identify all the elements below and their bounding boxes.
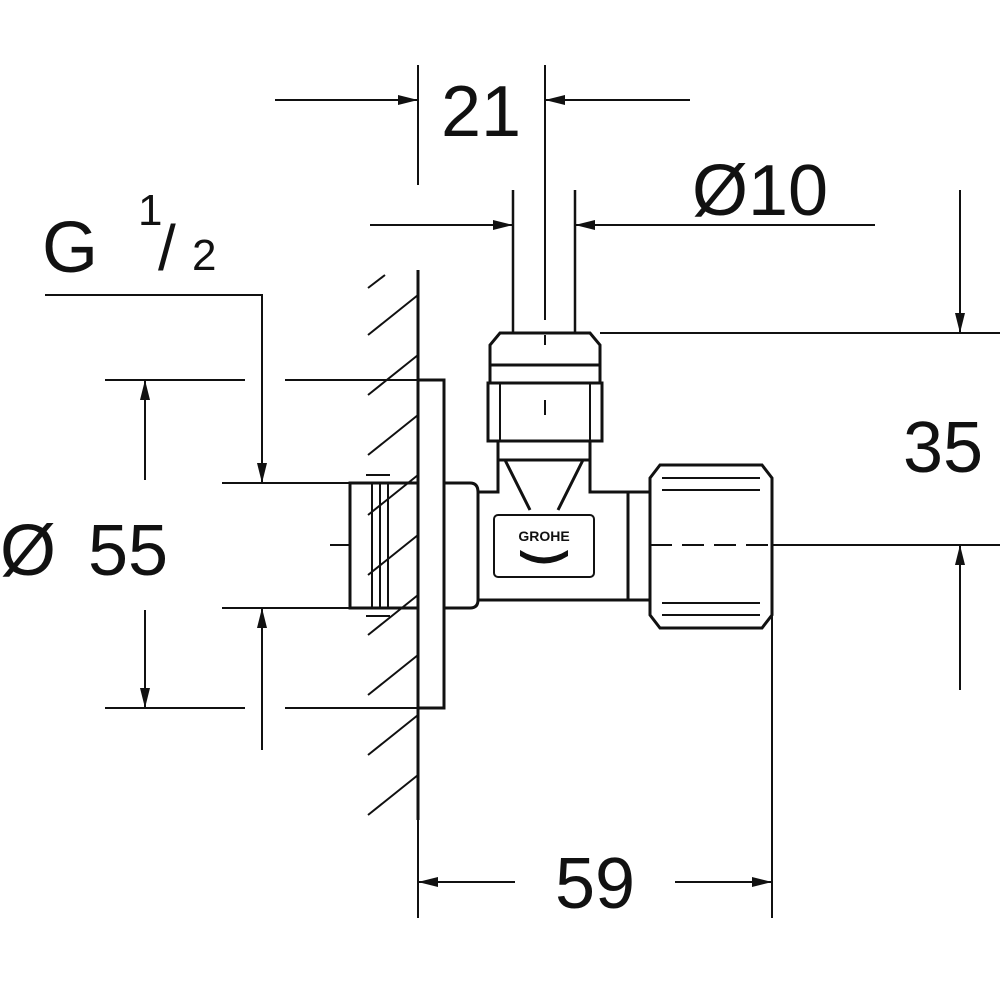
brand-logo: GROHE (518, 528, 569, 544)
dimension-21: 21 (275, 65, 690, 320)
dim-21-label: 21 (441, 72, 521, 152)
dim-35-label: 35 (903, 408, 983, 488)
rosette-plate (416, 378, 446, 710)
dimension-rosette-diameter: Ø 55 (0, 379, 418, 709)
valve-body: GROHE (444, 458, 630, 610)
dimension-59: 59 (417, 615, 773, 924)
thread-denominator-label: 2 (192, 231, 216, 280)
dim-rosette-diameter-symbol: Ø (0, 511, 56, 591)
thread-callout: G 1 / 2 (42, 186, 350, 750)
dim-rosette-diameter-value: 55 (88, 511, 168, 591)
dimension-pipe-diameter: Ø10 (370, 151, 875, 231)
dim-59-label: 59 (555, 844, 635, 924)
wall-hatching (367, 270, 420, 820)
thread-slash-label: / (158, 212, 176, 284)
dimension-35: 35 (600, 190, 1000, 690)
thread-prefix-label: G (42, 208, 98, 288)
threaded-connector (330, 474, 420, 617)
outlet-compression-nut (628, 463, 774, 630)
top-compression-nut (486, 331, 604, 462)
thread-numerator-label: 1 (138, 186, 162, 235)
dim-pipe-diameter-label: Ø10 (692, 151, 828, 231)
